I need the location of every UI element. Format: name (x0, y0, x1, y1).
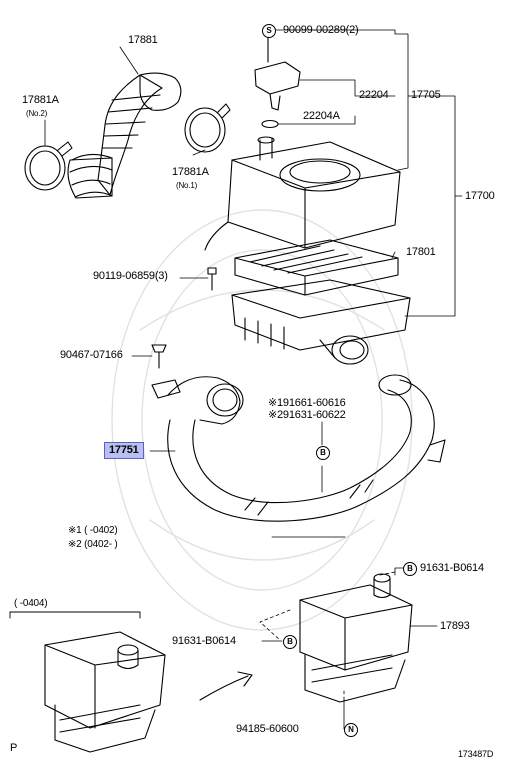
label-90467: 90467-07166 (60, 349, 123, 361)
leader-lines (44, 29, 463, 730)
intake-duct-17751 (151, 374, 446, 522)
air-cleaner-case (231, 279, 411, 365)
label-22204a: 22204A (303, 110, 340, 122)
label-22204: 22204 (359, 89, 389, 101)
label-191661: ※191661-60616 (268, 397, 346, 409)
badge-b-duct: B (316, 446, 330, 460)
note-2: ※2 (0402- ) (68, 539, 118, 550)
label-17881a-mid-note: (No.1) (176, 181, 198, 190)
corner-p: P (10, 742, 18, 754)
clip-90467 (151, 344, 167, 369)
hose-clamp-no1 (184, 103, 231, 153)
intake-hose-17881 (67, 72, 182, 199)
badge-s: S (262, 24, 276, 38)
bolt-90119 (207, 267, 217, 291)
label-91631-left: 91631-B0614 (172, 635, 236, 647)
air-cleaner-cap (204, 136, 401, 251)
label-90119: 90119-06859(3) (93, 270, 168, 282)
label-17705: 17705 (411, 89, 441, 101)
resonator-old (44, 631, 166, 753)
label-17881a-mid: 17881A (172, 166, 209, 178)
airflow-meter-22204 (254, 35, 301, 129)
label-17700: 17700 (465, 190, 495, 202)
label-bracket-0404: ( -0404) (14, 598, 48, 609)
transition-arrow (199, 671, 253, 701)
label-17881a-left-note: (No.2) (26, 109, 48, 118)
resonator-17893 (299, 573, 413, 703)
label-17751-highlighted[interactable]: 17751 (104, 442, 144, 459)
note-1: ※1 ( -0402) (68, 525, 118, 536)
air-filter-17801 (234, 239, 399, 296)
badge-b-left: B (283, 635, 297, 649)
label-17801: 17801 (406, 246, 436, 258)
badge-b-right: B (403, 562, 417, 576)
label-17881a-left: 17881A (22, 94, 59, 106)
label-17893: 17893 (440, 620, 470, 632)
diagram-code: 173487D (458, 749, 494, 759)
label-17881: 17881 (128, 34, 158, 46)
label-291631: ※291631-60622 (268, 409, 346, 421)
hose-clamp-no2 (24, 141, 73, 191)
dashed-guides (259, 571, 396, 701)
bracket-0404 (9, 611, 141, 619)
badge-n: N (344, 723, 358, 737)
label-90099: 90099-00289(2) (283, 24, 359, 36)
label-91631-right: 91631-B0614 (420, 562, 484, 574)
label-94185: 94185-60600 (236, 723, 299, 735)
